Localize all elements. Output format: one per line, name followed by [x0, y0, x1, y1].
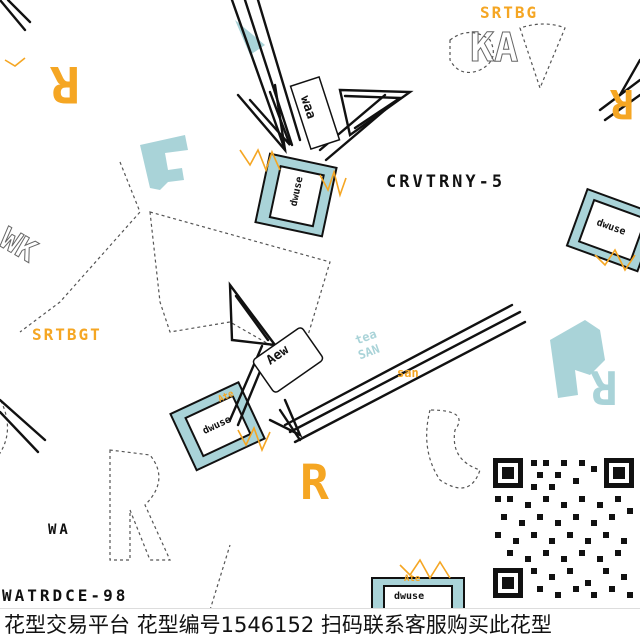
note-ate-bottom: Ate — [404, 574, 421, 584]
label-wa: WA — [48, 522, 71, 538]
sketch-arrows — [0, 0, 640, 454]
note-tags — [252, 76, 341, 393]
blue-brush-marks — [140, 20, 605, 398]
label-san: san — [397, 366, 419, 380]
qr-code-icon — [487, 452, 640, 604]
label-watrdce: WATRDCE-98 — [2, 586, 129, 605]
dotted-outlines — [0, 23, 566, 611]
label-crvtrny: CRVTRNY-5 — [386, 172, 506, 192]
outline-ka: KA — [469, 25, 519, 72]
letter-r-blue: R — [590, 360, 618, 414]
letter-r-orange-top: R — [50, 55, 81, 113]
footer-caption: 花型交易平台 花型编号1546152 扫码联系客服购买此花型 — [0, 608, 640, 640]
orange-scribbles — [4, 57, 636, 580]
tag-text-bottom: dwuse — [394, 591, 425, 602]
label-srtbg: SRTBG — [480, 3, 539, 22]
letter-r-orange-mid: R — [300, 455, 329, 511]
letter-r-orange-right: R — [610, 80, 635, 126]
label-srtbgt: SRTBGT — [32, 325, 102, 344]
